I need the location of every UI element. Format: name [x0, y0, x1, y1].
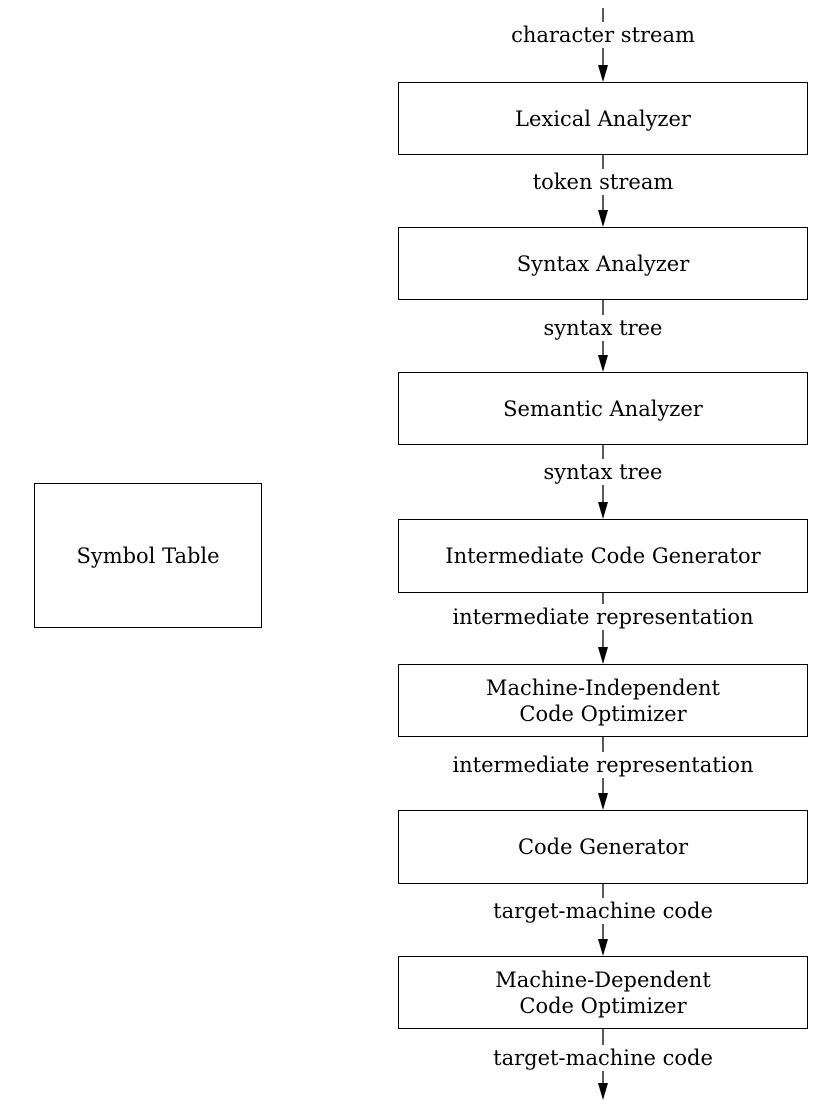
- phase-label-line: Semantic Analyzer: [503, 396, 703, 421]
- stream-label: intermediate representation: [450, 752, 756, 778]
- flow-arrow-head: [598, 210, 608, 227]
- phase-box-intermediate-code-generator: Intermediate Code Generator: [398, 519, 808, 593]
- flow-arrow-head: [598, 647, 608, 664]
- flow-arrow-head: [598, 1083, 608, 1100]
- phase-label-line: Code Optimizer: [519, 701, 687, 726]
- stream-label: character stream: [509, 22, 697, 48]
- stream-label: syntax tree: [541, 459, 665, 485]
- stream-label: intermediate representation: [450, 604, 756, 630]
- flow-arrow-head: [598, 502, 608, 519]
- phase-label-line: Syntax Analyzer: [516, 251, 690, 276]
- phase-box-lexical-analyzer: Lexical Analyzer: [398, 82, 808, 155]
- phase-label-line: Lexical Analyzer: [515, 106, 691, 131]
- symbol-table-label: Symbol Table: [76, 543, 220, 568]
- flow-arrow-head: [598, 355, 608, 372]
- phase-box-code-generator: Code Generator: [398, 810, 808, 884]
- phase-label-line: Code Optimizer: [519, 993, 687, 1018]
- phase-label-line: Machine-Independent: [486, 675, 720, 700]
- flow-arrow-head: [598, 939, 608, 956]
- stream-label: token stream: [530, 169, 676, 195]
- stream-label: syntax tree: [541, 315, 665, 341]
- phase-label-line: Code Generator: [517, 835, 689, 859]
- stream-label: target-machine code: [491, 898, 715, 924]
- flow-arrow-head: [598, 65, 608, 82]
- phase-box-semantic-analyzer: Semantic Analyzer: [398, 372, 808, 445]
- phase-label-line: Machine-Dependent: [495, 967, 711, 992]
- symbol-table-box: Symbol Table: [34, 483, 262, 628]
- stream-label: target-machine code: [491, 1045, 715, 1071]
- phase-box-syntax-analyzer: Syntax Analyzer: [398, 227, 808, 300]
- flow-arrow-head: [598, 793, 608, 810]
- phase-label-line: Intermediate Code Generator: [445, 544, 761, 568]
